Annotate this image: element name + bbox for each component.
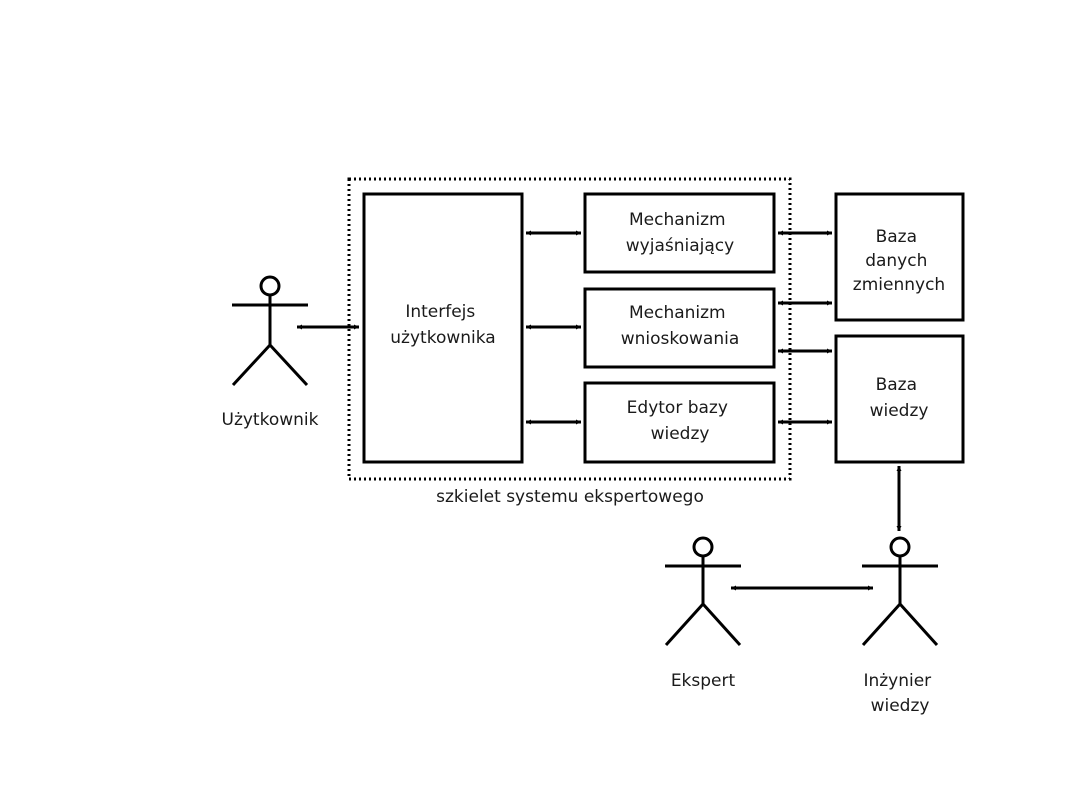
variables-database-label: Baza danych zmiennych — [853, 227, 945, 295]
knowledge-base-editor-label: Edytor bazy wiedzy — [627, 398, 734, 444]
knowledge-base-editor-box: Edytor bazy wiedzy — [583, 381, 776, 464]
user-interface-label: Interfejs użytkownika — [390, 302, 495, 348]
expert-stick-figure-icon — [664, 536, 742, 647]
expert-actor: Ekspert — [664, 536, 742, 691]
user-actor-label: Użytkownik — [222, 410, 319, 430]
user-interface-box: Interfejs użytkownika — [362, 192, 524, 464]
user-stick-figure-icon — [231, 275, 309, 387]
knowledge-engineer-actor: Inżynier wiedzy — [861, 536, 939, 716]
knowledge-base-label: Baza wiedzy — [870, 375, 929, 421]
user-actor: Użytkownik — [222, 275, 319, 430]
explanation-mechanism-label: Mechanizm wyjaśniający — [626, 210, 734, 256]
knowledge-engineer-actor-label: Inżynier wiedzy — [863, 671, 936, 716]
expert-system-shell-label: szkielet systemu ekspertowego — [436, 487, 704, 507]
variables-database-box: Baza danych zmiennych — [834, 192, 965, 322]
expert-actor-label: Ekspert — [671, 671, 736, 691]
explanation-mechanism-box: Mechanizm wyjaśniający — [583, 192, 776, 274]
inference-engine-box: Mechanizm wnioskowania — [583, 287, 776, 369]
inference-engine-label: Mechanizm wnioskowania — [621, 303, 740, 349]
knowledge-engineer-stick-figure-icon — [861, 536, 939, 647]
knowledge-base-box: Baza wiedzy — [834, 334, 965, 464]
